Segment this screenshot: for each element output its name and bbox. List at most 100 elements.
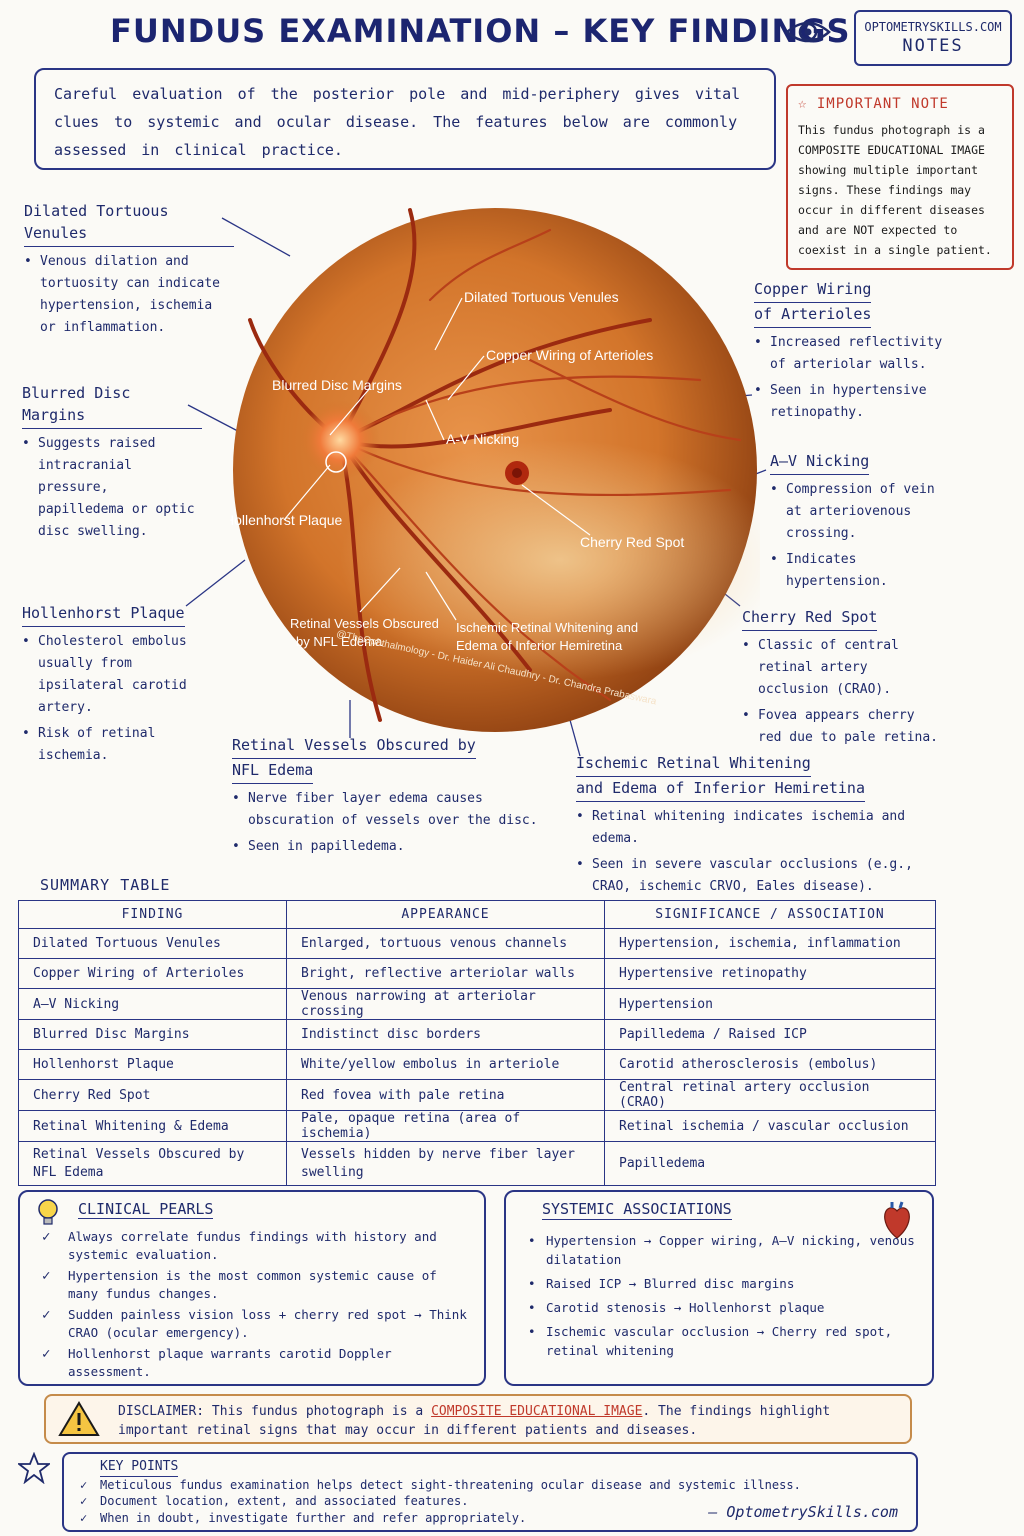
eye-icon (785, 21, 831, 43)
finding-hollenhorst-bullet: Cholesterol embolus usually from ipsilat… (22, 631, 192, 719)
finding-copper-title2: of Arterioles (754, 303, 872, 328)
table-header-row: FINDING APPEARANCE SIGNIFICANCE / ASSOCI… (18, 900, 936, 929)
finding-copper-bullet: Increased reflectivity of arteriolar wal… (754, 332, 944, 376)
photo-label-ischemic: Ischemic Retinal Whitening and (456, 620, 638, 635)
finding-cherry: Cherry Red Spot Classic of central retin… (742, 606, 942, 749)
finding-obscured-title2: NFL Edema (232, 759, 314, 784)
systemic-associations-box: SYSTEMIC ASSOCIATIONS Hypertension → Cop… (504, 1190, 934, 1386)
finding-hollenhorst-bullet: Risk of retinal ischemia. (22, 723, 192, 767)
finding-ischemic: Ischemic Retinal Whitening and Edema of … (576, 752, 956, 898)
key-point-item: Document location, extent, and associate… (80, 1493, 900, 1510)
disclaimer-pre: This fundus photograph is a (211, 1404, 424, 1419)
photo-label-ischemic: Edema of Inferior Hemiretina (456, 638, 623, 653)
finding-cherry-bullet: Classic of central retinal artery occlus… (742, 635, 942, 701)
cell-finding: Copper Wiring of Arterioles (18, 958, 287, 989)
finding-dilated-bullet: Venous dilation and tortuosity can indic… (24, 251, 234, 339)
cell-appearance: Bright, reflective arteriolar walls (286, 958, 605, 989)
pearl-item: Hypertension is the most common systemic… (42, 1267, 470, 1303)
finding-av-title: A–V Nicking (770, 450, 870, 475)
clinical-pearls-title: CLINICAL PEARLS (78, 1200, 214, 1219)
finding-ischemic-title2: and Edema of Inferior Hemiretina (576, 777, 865, 802)
photo-label-copper: Copper Wiring of Arterioles (486, 347, 653, 363)
cell-appearance: White/yellow embolus in arteriole (286, 1049, 605, 1080)
pearl-item: Hollenhorst plaque warrants carotid Dopp… (42, 1345, 470, 1381)
signature: — OptometrySkills.com (708, 1502, 898, 1521)
photo-label-blurred: Blurred Disc Margins (272, 377, 402, 393)
finding-cherry-title: Cherry Red Spot (742, 606, 878, 631)
clinical-pearls-box: CLINICAL PEARLS Always correlate fundus … (18, 1190, 486, 1386)
page-title: FUNDUS EXAMINATION – KEY FINDINGS (110, 12, 851, 50)
fundus-photograph: Dilated Tortuous Venules Copper Wiring o… (230, 208, 760, 732)
key-points-box: KEY POINTS Meticulous fundus examination… (62, 1452, 918, 1532)
cell-significance: Carotid atherosclerosis (embolus) (604, 1049, 936, 1080)
finding-copper-title1: Copper Wiring (754, 278, 872, 303)
finding-av-bullet: Indicates hypertension. (770, 549, 940, 593)
summary-table: FINDING APPEARANCE SIGNIFICANCE / ASSOCI… (18, 900, 936, 1186)
finding-obscured-bullet: Nerve fiber layer edema causes obscurati… (232, 788, 542, 832)
cell-finding: Dilated Tortuous Venules (18, 928, 287, 959)
cell-appearance: Enlarged, tortuous venous channels (286, 928, 605, 959)
brand-notes: NOTES (902, 36, 964, 56)
summary-title: SUMMARY TABLE (40, 876, 171, 894)
finding-blurred: Blurred Disc Margins Suggests raised int… (22, 382, 202, 543)
photo-label-hollenhorst: Hollenhorst Plaque (230, 512, 343, 528)
finding-hollenhorst-title: Hollenhorst Plaque (22, 602, 185, 627)
cell-significance: Hypertensive retinopathy (604, 958, 936, 989)
disclaimer-highlight: COMPOSITE EDUCATIONAL IMAGE (431, 1404, 643, 1419)
cell-significance: Hypertension, ischemia, inflammation (604, 928, 936, 959)
cell-significance: Hypertension (604, 988, 936, 1020)
finding-copper: Copper Wiring of Arterioles Increased re… (754, 278, 944, 424)
finding-dilated: Dilated Tortuous Venules Venous dilation… (24, 200, 234, 339)
cell-significance: Papilledema / Raised ICP (604, 1019, 936, 1050)
star-icon (18, 1452, 50, 1484)
brand-box: OPTOMETRYSKILLS.COM NOTES (854, 10, 1012, 66)
systemic-item: Hypertension → Copper wiring, A–V nickin… (526, 1231, 918, 1269)
cell-significance: Central retinal artery occlusion (CRAO) (604, 1079, 936, 1111)
pearl-item: Sudden painless vision loss + cherry red… (42, 1306, 470, 1342)
cell-finding: A–V Nicking (18, 988, 287, 1020)
disclaimer-label: DISCLAIMER: (118, 1404, 205, 1419)
systemic-item: Raised ICP → Blurred disc margins (526, 1274, 918, 1293)
column-header: SIGNIFICANCE / ASSOCIATION (604, 900, 936, 929)
cell-appearance: Red fovea with pale retina (286, 1079, 605, 1111)
finding-ischemic-bullet: Retinal whitening indicates ischemia and… (576, 806, 956, 850)
lightbulb-icon (38, 1199, 58, 1225)
finding-ischemic-bullet: Seen in severe vascular occlusions (e.g.… (576, 854, 956, 898)
finding-dilated-title: Dilated Tortuous Venules (24, 200, 234, 247)
cell-finding: Blurred Disc Margins (18, 1019, 287, 1050)
cell-finding: Hollenhorst Plaque (18, 1049, 287, 1080)
finding-hollenhorst: Hollenhorst Plaque Cholesterol embolus u… (22, 602, 192, 767)
disclaimer-post: . The findings highlight important retin… (118, 1404, 831, 1438)
finding-obscured-title1: Retinal Vessels Obscured by (232, 734, 476, 759)
cell-significance: Retinal ischemia / vascular occlusion (604, 1110, 936, 1142)
disclaimer-box: DISCLAIMER: This fundus photograph is a … (44, 1394, 912, 1444)
pearl-item: Always correlate fundus findings with hi… (42, 1228, 470, 1264)
important-note-title: ☆ IMPORTANT NOTE (798, 96, 949, 112)
column-header: FINDING (18, 900, 287, 929)
systemic-item: Carotid stenosis → Hollenhorst plaque (526, 1298, 918, 1317)
finding-obscured: Retinal Vessels Obscured by NFL Edema Ne… (232, 734, 542, 858)
cell-finding: Retinal Whitening & Edema (18, 1110, 287, 1142)
cell-appearance: Indistinct disc borders (286, 1019, 605, 1050)
photo-label-cherry: Cherry Red Spot (580, 534, 684, 550)
finding-av: A–V Nicking Compression of vein at arter… (770, 450, 940, 593)
cell-finding: Cherry Red Spot (18, 1079, 287, 1111)
cell-finding: Retinal Vessels Obscured by NFL Edema (18, 1141, 287, 1186)
column-header: APPEARANCE (286, 900, 605, 929)
finding-cherry-bullet: Fovea appears cherry red due to pale ret… (742, 705, 942, 749)
photo-label-dilated: Dilated Tortuous Venules (464, 289, 619, 305)
finding-obscured-bullet: Seen in papilledema. (232, 836, 542, 858)
important-note-text: This fundus photograph is a COMPOSITE ED… (798, 123, 992, 257)
intro-box: Careful evaluation of the posterior pole… (34, 68, 776, 170)
finding-av-bullet: Compression of vein at arteriovenous cro… (770, 479, 940, 545)
star-icon: ☆ (798, 96, 817, 112)
finding-blurred-bullet: Suggests raised intracranial pressure, p… (22, 433, 202, 543)
